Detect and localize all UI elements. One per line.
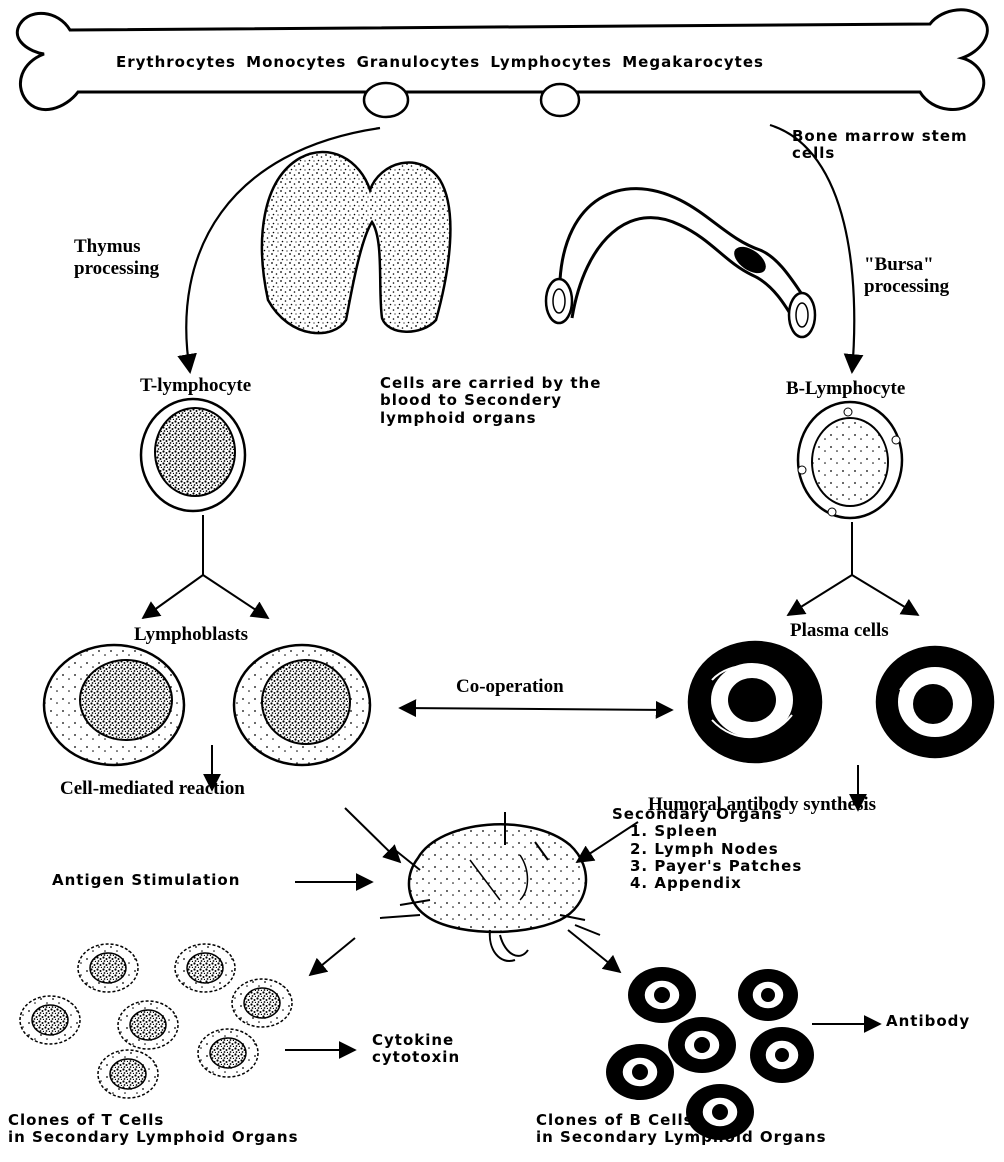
bursa-line-1: "Bursa" [864, 254, 949, 276]
b-clones-line-2: in Secondary Lymphoid Organs [536, 1129, 827, 1146]
secondary-organs-title: Secondary Organs [612, 806, 802, 823]
t-lymphocyte-cell [141, 399, 245, 511]
arrow-to-t-clones [310, 938, 355, 975]
lymphoblast-cell-1 [44, 645, 184, 765]
thymus-line-2: processing [74, 258, 159, 280]
secondary-organ [380, 812, 600, 961]
stem-cells-line-2: cells [792, 145, 968, 162]
plasma-cell-1 [689, 642, 821, 762]
bone-cell-granulocytes: Granulocytes [357, 53, 481, 71]
antigen-stimulation-label: Antigen Stimulation [52, 872, 240, 889]
plasma-cell-2 [877, 647, 993, 757]
t-branch [143, 515, 268, 618]
carried-line-2: blood to Secondery [380, 392, 601, 409]
secondary-organ-spleen: 1. Spleen [630, 823, 802, 840]
b-clones-label: Clones of B Cells in Secondary Lymphoid … [536, 1112, 827, 1147]
antibody-label: Antibody [886, 1013, 970, 1030]
plasma-cells-label: Plasma cells [790, 620, 889, 642]
lymphoblast-cell-2 [234, 645, 370, 765]
carried-note: Cells are carried by the blood to Second… [380, 375, 601, 427]
bursa-line-2: processing [864, 276, 949, 298]
bone-cell-erythrocytes: Erythrocytes [116, 53, 236, 71]
secondary-organ-payers-patches: 3. Payer's Patches [630, 858, 802, 875]
b-lymphocyte-cell [798, 402, 902, 518]
t-clones-line-2: in Secondary Lymphoid Organs [8, 1129, 299, 1146]
t-clones-label: Clones of T Cells in Secondary Lymphoid … [8, 1112, 299, 1147]
bone-cells-label: Erythrocytes Monocytes Granulocytes Lymp… [116, 54, 764, 71]
stem-cells-line-1: Bone marrow stem [792, 128, 968, 145]
t-clones-line-1: Clones of T Cells [8, 1112, 299, 1129]
cytokine-line-2: cytotoxin [372, 1049, 460, 1066]
stem-cells-label: Bone marrow stem cells [792, 128, 968, 163]
stem-cell-right [541, 84, 579, 116]
lymphoblasts-label: Lymphoblasts [134, 624, 248, 646]
b-lymphocyte-label: B-Lymphocyte [786, 378, 905, 400]
t-lymphocyte-label: T-lymphocyte [140, 375, 251, 397]
thymus-line-1: Thymus [74, 236, 159, 258]
cytokine-line-1: Cytokine [372, 1032, 460, 1049]
secondary-organ-appendix: 4. Appendix [630, 875, 802, 892]
thymus-organ [262, 152, 450, 333]
cooperation-arrow [400, 708, 672, 710]
b-clones-line-1: Clones of B Cells [536, 1112, 827, 1129]
bursa-processing-label: "Bursa" processing [864, 254, 949, 298]
cooperation-label: Co-operation [456, 676, 564, 698]
bone-cell-monocytes: Monocytes [246, 53, 346, 71]
t-clone-cells [20, 944, 292, 1098]
carried-line-3: lymphoid organs [380, 410, 601, 427]
cell-mediated-label: Cell-mediated reaction [60, 778, 245, 800]
arrow-to-b-clones [568, 930, 620, 972]
cytokine-label: Cytokine cytotoxin [372, 1032, 460, 1067]
secondary-organs-list: Secondary Organs 1. Spleen 2. Lymph Node… [612, 806, 802, 892]
secondary-organ-lymph-nodes: 2. Lymph Nodes [630, 841, 802, 858]
bursa-organ [546, 189, 815, 337]
b-branch [788, 522, 918, 615]
bone-cell-megakarocytes: Megakarocytes [622, 53, 764, 71]
arrow-into-organ-left [345, 808, 400, 862]
thymus-processing-label: Thymus processing [74, 236, 159, 280]
carried-line-1: Cells are carried by the [380, 375, 601, 392]
bone-cell-lymphocytes: Lymphocytes [490, 53, 612, 71]
stem-cell-left [364, 83, 408, 117]
